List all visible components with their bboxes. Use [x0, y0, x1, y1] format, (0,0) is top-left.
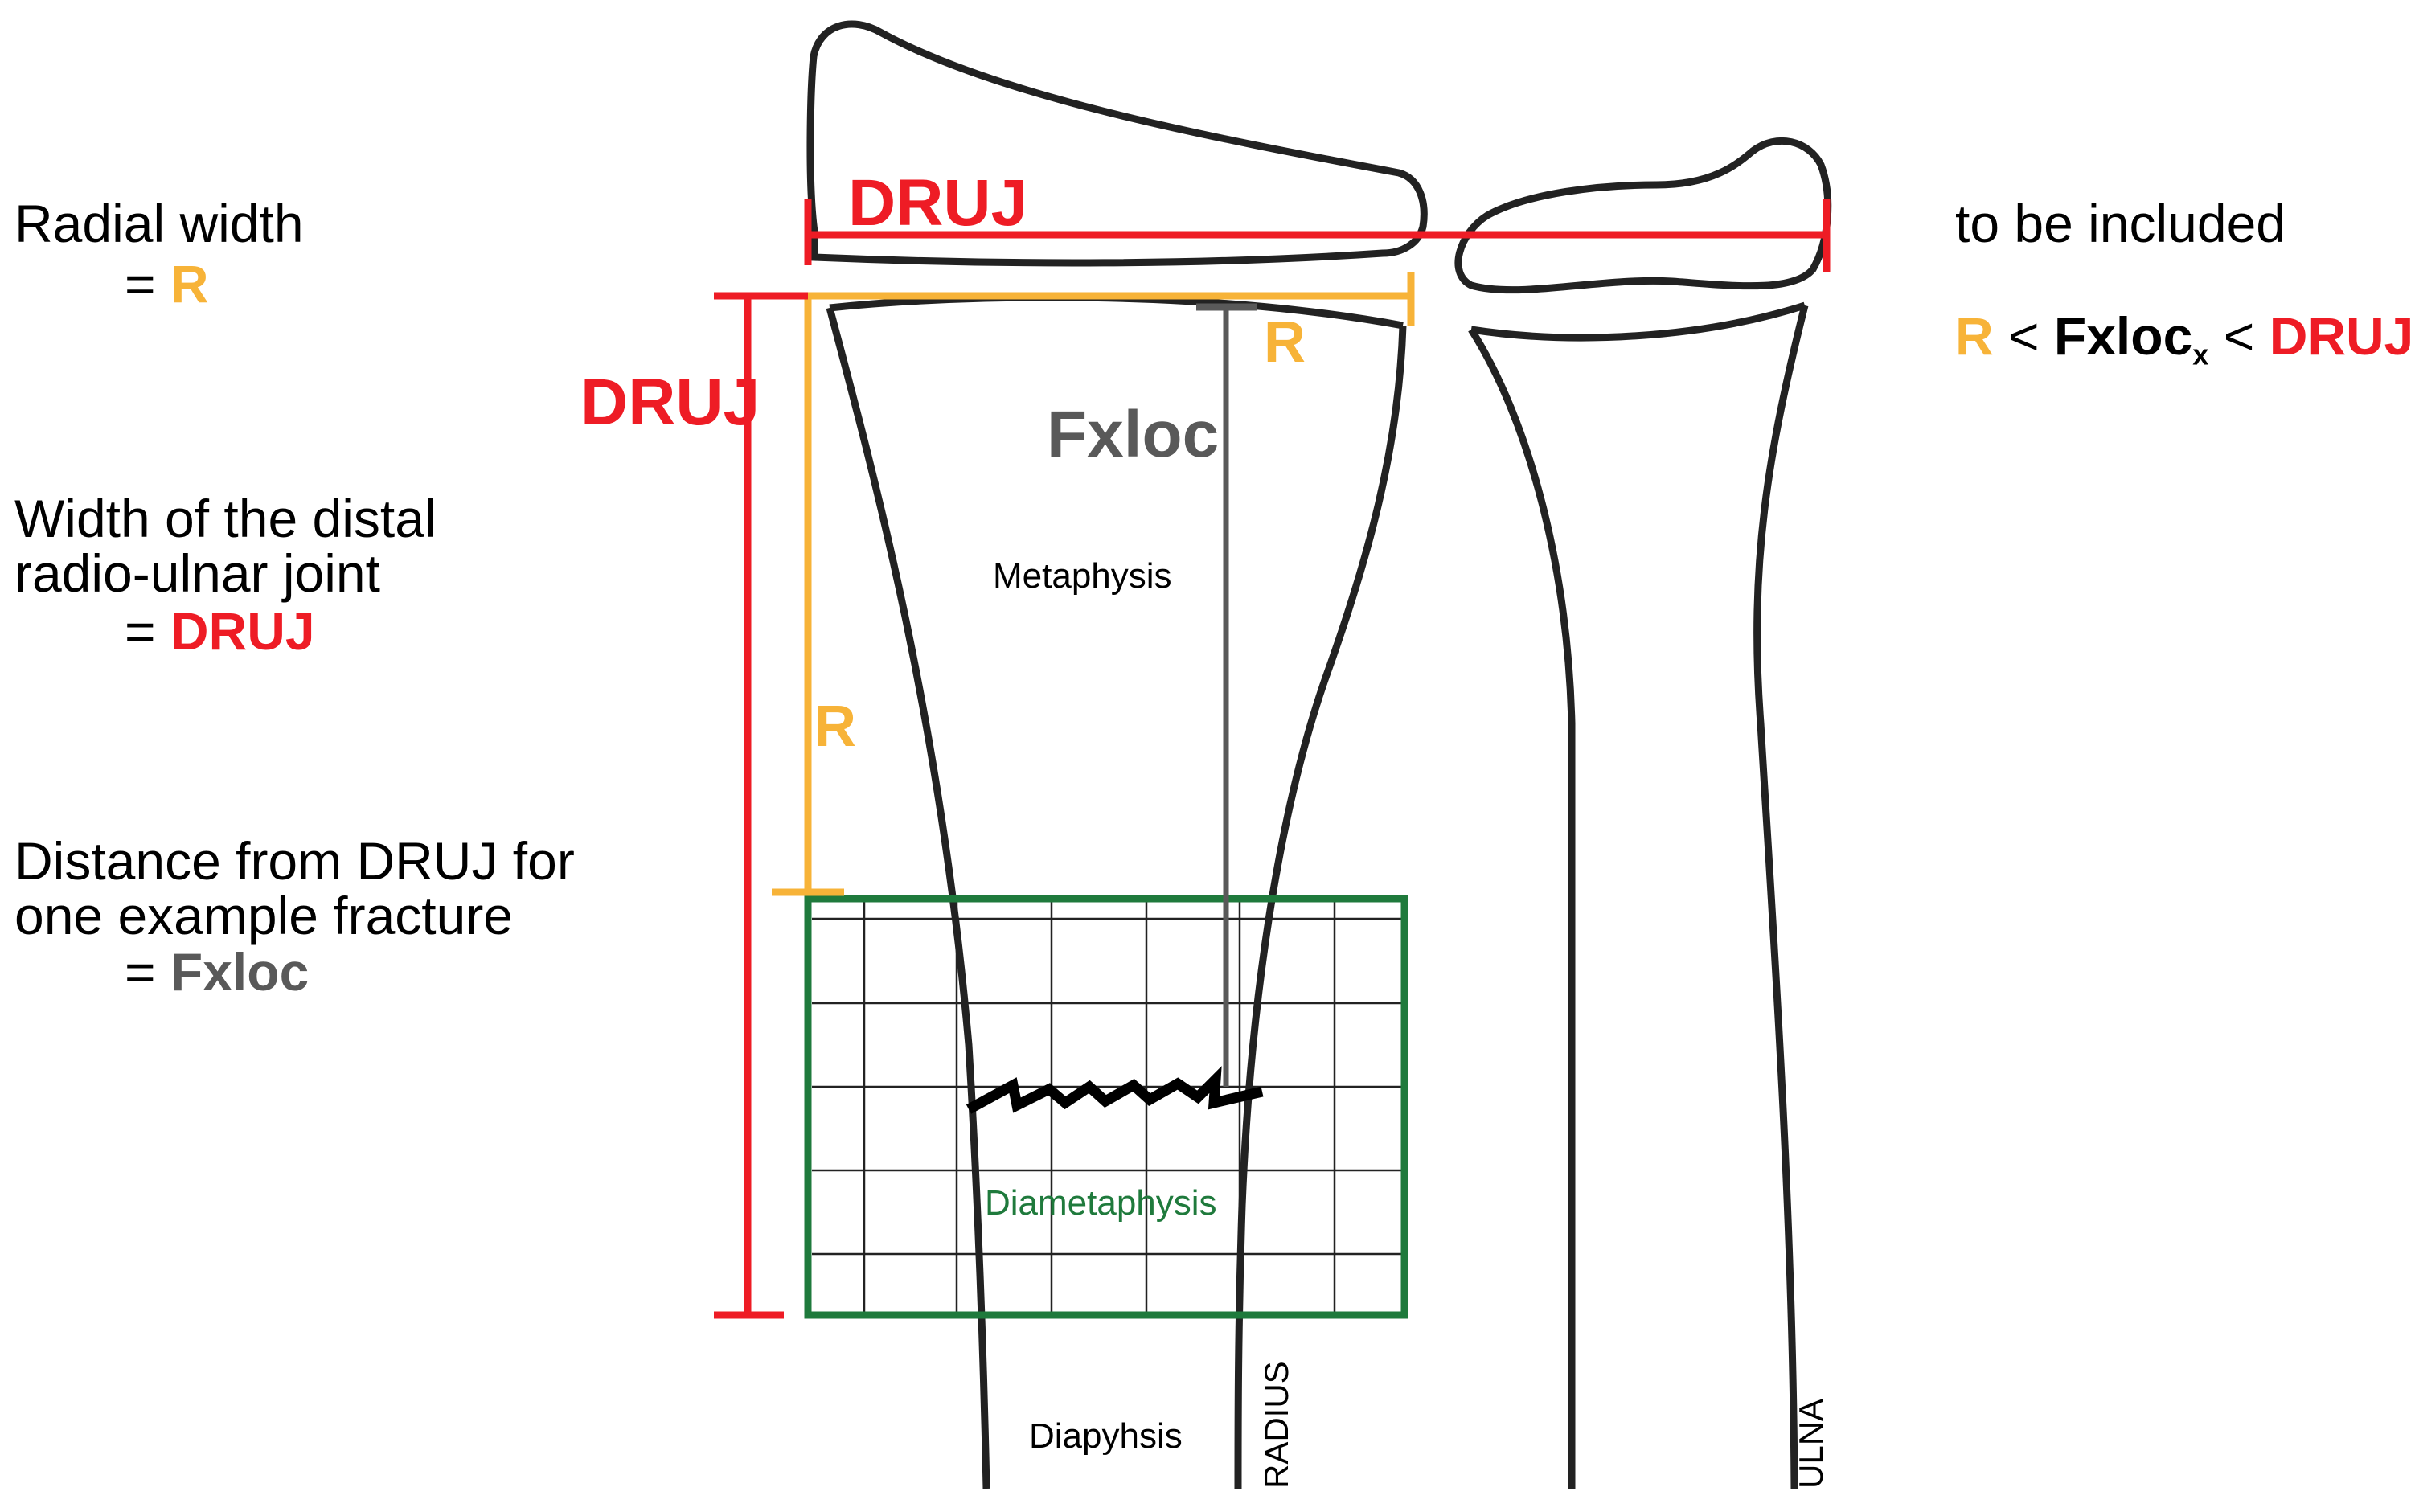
druj-vertical-measure — [714, 292, 808, 1319]
druj-top-label: DRUJ — [848, 166, 1028, 240]
radial-width-label: Radial width — [14, 194, 304, 253]
druj-side-label: DRUJ — [580, 366, 761, 439]
ulna-shaft-outline — [1468, 327, 1577, 1489]
druj-width-value: DRUJ — [170, 601, 315, 661]
metaphysis-label: Metaphysis — [993, 556, 1172, 596]
ulna-shaft-outline-right — [1753, 304, 1809, 1489]
ulna-joint-surface — [1470, 301, 1806, 342]
diaphysis-label: Diapyhsis — [1029, 1416, 1183, 1456]
fxloc-value: Fxloc — [170, 942, 310, 1002]
ulna-head-outline — [1454, 137, 1832, 294]
r-side-label: R — [814, 695, 856, 759]
diametaphysis-grid — [812, 900, 1403, 1313]
r-top-label: R — [1264, 310, 1306, 375]
ulna-label: ULNA — [1792, 1398, 1830, 1489]
fxloc-diagram-label: Fxloc — [1047, 398, 1220, 471]
fxloc-line1: Distance from DRUJ for — [14, 831, 575, 891]
radial-width-equation: = R — [125, 254, 209, 313]
diametaphysis-box — [804, 895, 1408, 1319]
fxloc-measure — [1196, 303, 1257, 1087]
fxloc-line2: one example fracture — [14, 886, 514, 945]
r-vertical-measure — [772, 296, 844, 896]
r-horizontal-measure — [808, 272, 1415, 326]
criterion-title: to be included — [1955, 194, 2286, 253]
radius-joint-surface — [829, 293, 1404, 330]
druj-width-line2: radio-ulnar joint — [14, 543, 380, 603]
radial-width-value: R — [170, 254, 209, 313]
diametaphysis-label: Diametaphysis — [985, 1183, 1217, 1223]
fracture-line — [966, 1066, 1264, 1114]
radius-head-outline — [806, 20, 1428, 267]
criterion-formula: R < Fxlocx < DRUJ — [1955, 306, 2414, 371]
radius-shaft-outline — [826, 306, 990, 1489]
druj-horizontal-measure — [804, 199, 1831, 272]
druj-width-equation: = DRUJ — [125, 601, 315, 661]
radius-shaft-outline-right — [1234, 325, 1407, 1489]
fxloc-equation: = Fxloc — [125, 942, 310, 1002]
radius-label: RADIUS — [1257, 1361, 1295, 1489]
druj-width-line1: Width of the distal — [14, 489, 437, 548]
